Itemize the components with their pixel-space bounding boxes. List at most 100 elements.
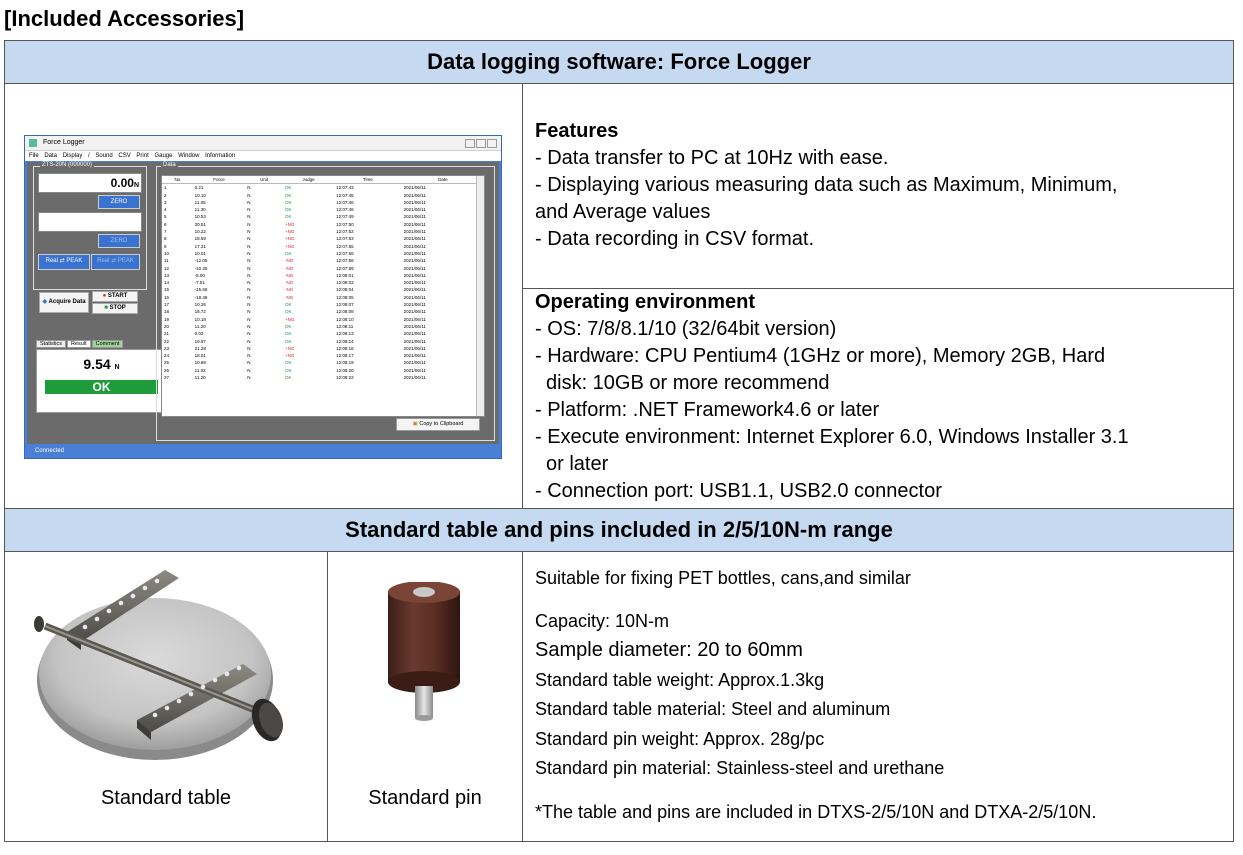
copy-to-clipboard-button[interactable]: ▣ Copy to Clipboard [396,418,480,431]
grid-cell: 12:08:04 [336,287,354,293]
grid-cell: 2021/06/11 [403,375,426,381]
real-mode-button[interactable]: Real ⇄ PEAK [91,254,140,270]
grid-cell: OK [285,192,292,198]
grid-cell: OK [285,360,292,366]
stop-button[interactable]: ■ STOP [92,303,138,314]
grid-cell: N [247,272,251,278]
grid-cell: 19 [164,316,170,322]
grid-cell: 19.97 [194,338,206,344]
start-button[interactable]: ● START [92,291,138,302]
grid-cell: 15 [164,287,170,293]
grid-cell: -NG [285,258,294,264]
grid-cell: 12:07:59 [336,265,354,271]
maximize-icon[interactable] [476,139,486,148]
grid-cell: N [247,287,251,293]
grid-cell: 17 [164,302,170,308]
grid-cell: 11 [164,258,169,264]
grid-cell: +NG [285,229,295,235]
minimize-icon[interactable] [465,139,475,148]
grid-cell: OK [285,367,292,373]
grid-cell: N [247,199,251,205]
menu-data[interactable]: Data [44,153,58,159]
grid-cell: 2021/06/11 [403,229,426,235]
feature-line: - Data transfer to PC at 10Hz with ease. [535,147,889,169]
grid-column-header[interactable]: Date [401,176,484,185]
grid-cell: N [247,229,251,235]
start-label: START [107,293,128,299]
grid-cell: 10.10 [194,192,206,198]
grid-column-header[interactable]: Unit [245,176,284,185]
menu-file[interactable]: File [29,153,39,159]
menu-display-sound[interactable]: Display / Sound [62,153,113,159]
start-icon: ● [102,293,107,299]
table-spec-cell: Suitable for fixing PET bottles, cans,an… [522,551,1234,842]
grid-cell: 2021/06/11 [403,323,426,329]
menu-print[interactable]: Print [136,153,149,159]
grid-cell: +NG [285,316,295,322]
acquire-data-button[interactable]: ◆ Acquire Data [39,292,89,313]
grid-cell: 18.59 [194,236,206,242]
grid-cell: 11.02 [194,367,206,373]
zero-button-2[interactable]: ZERO [98,234,140,248]
grid-cell: N [247,338,251,344]
grid-column-header[interactable]: Judge [283,176,335,185]
grid-cell: N [247,331,251,337]
grid-column-header[interactable]: Time [334,176,402,185]
grid-column-header[interactable]: No [162,176,193,185]
environment-line: - OS: 7/8/8.1/10 (32/64bit version) [535,318,837,340]
force-reading: 0.00 [110,176,134,190]
grid-cell: 4 [164,207,167,213]
grid-column-header[interactable]: Force [192,176,246,185]
grid-cell: N [247,243,251,249]
grid-cell: 3 [164,199,167,205]
menu-gauge[interactable]: Gauge [154,153,173,159]
grid-cell: 0.02 [194,331,204,337]
grid-cell: 2021/06/11 [403,367,426,373]
tab-statistics[interactable]: Statistics [36,340,67,348]
grid-cell: 2 [164,192,167,198]
grid-cell: N [247,309,251,315]
grid-scrollbar[interactable] [476,176,484,416]
menu-window[interactable]: Window [178,153,200,159]
grid-cell: 12 [164,265,170,271]
grid-cell: OK [285,309,292,315]
app-icon [29,139,37,147]
grid-cell: 10 [164,250,170,256]
copy-label: Copy to Clipboard [419,421,464,427]
menu-information[interactable]: Information [205,153,236,159]
tab-comment[interactable]: Comment [91,340,124,348]
peak-mode-button[interactable]: Real ⇄ PEAK [38,254,90,270]
close-icon[interactable] [487,139,497,148]
tab-result[interactable]: Result [67,340,91,348]
zero-button[interactable]: ZERO [98,195,140,209]
menu-csv[interactable]: CSV [118,153,131,159]
